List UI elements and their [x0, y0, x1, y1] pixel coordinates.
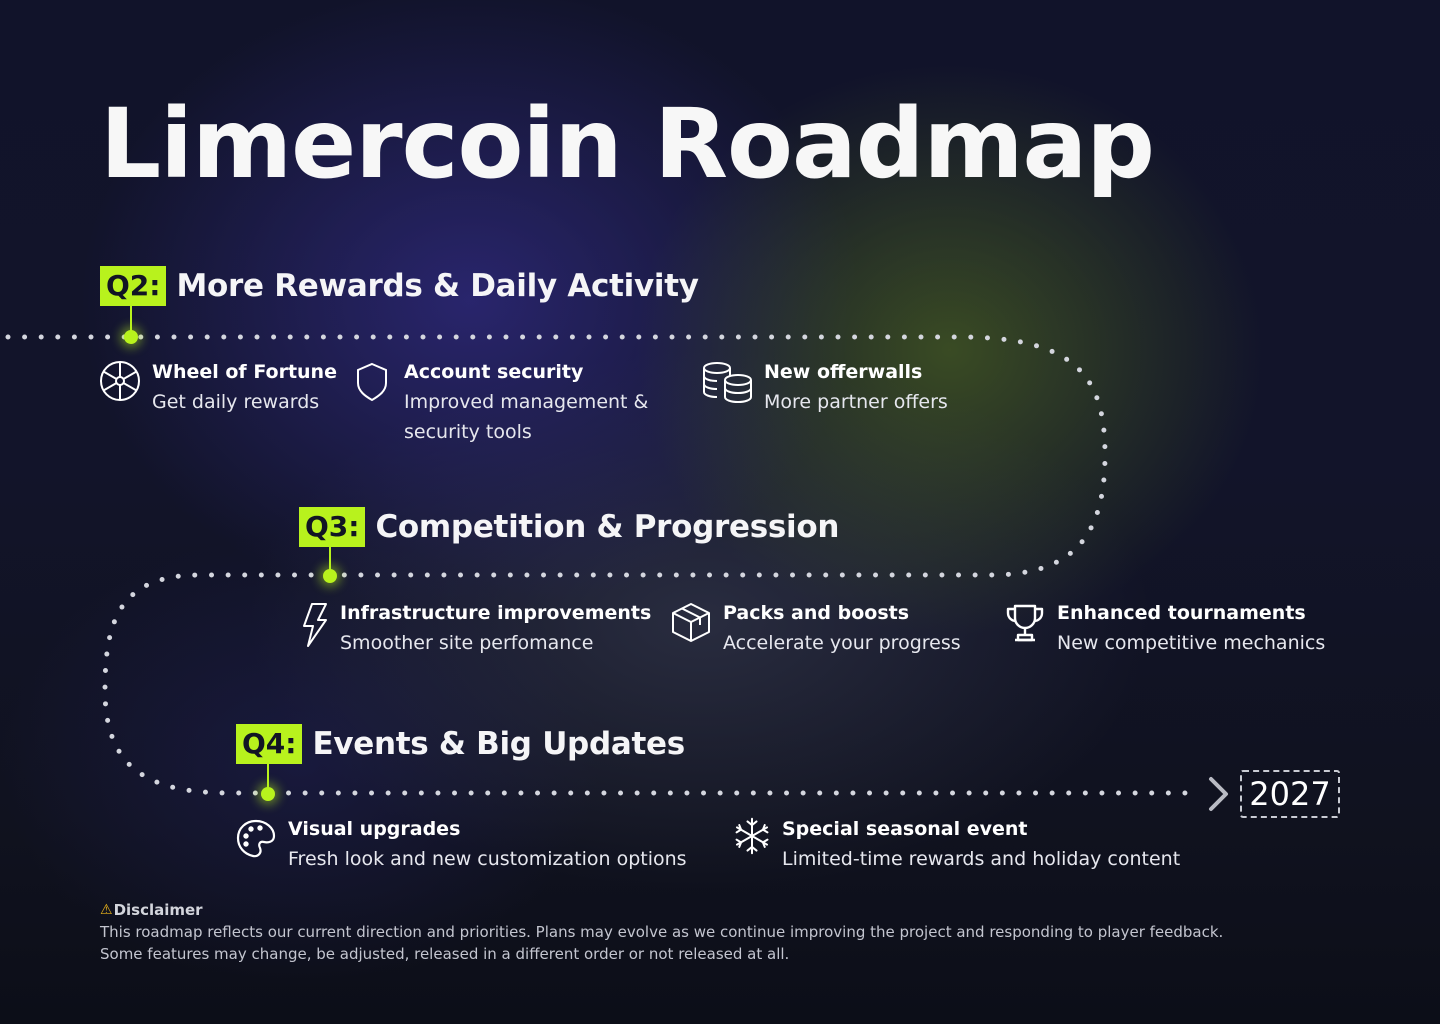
feature-heading: Enhanced tournaments — [1057, 602, 1306, 624]
feature-heading: Packs and boosts — [723, 602, 910, 624]
q2-header: Q2: More Rewards & Daily Activity — [100, 266, 699, 306]
chevron-right-icon — [1209, 777, 1228, 811]
feature-description: New competitive mechanics — [1057, 632, 1326, 654]
q3-badge: Q3: — [299, 507, 366, 547]
disclaimer-line-2: Some features may change, be adjusted, r… — [100, 945, 790, 963]
feature-special-seasonal-event: Special seasonal event Limited-time rewa… — [732, 814, 1180, 874]
q3-title: Competition & Progression — [375, 509, 840, 545]
trophy-icon — [1003, 600, 1047, 644]
feature-new-offerwalls: New offerwalls More partner offers — [702, 357, 948, 417]
disclaimer: ⚠ Disclaimer This roadmap reflects our c… — [100, 899, 1340, 965]
wheel-icon — [98, 359, 142, 403]
feature-wheel-of-fortune: Wheel of Fortune Get daily rewards — [98, 357, 337, 417]
feature-visual-upgrades: Visual upgrades Fresh look and new custo… — [234, 814, 687, 874]
feature-heading: Account security — [404, 361, 584, 383]
next-year-badge: 2027 — [1240, 770, 1340, 818]
feature-heading: Visual upgrades — [288, 818, 461, 840]
q3-node — [323, 569, 337, 583]
feature-heading: Special seasonal event — [782, 818, 1028, 840]
feature-description: Accelerate your progress — [723, 632, 961, 654]
feature-heading: Wheel of Fortune — [152, 361, 337, 383]
feature-heading: New offerwalls — [764, 361, 923, 383]
q2-title: More Rewards & Daily Activity — [176, 268, 699, 304]
q3-stem — [329, 547, 331, 571]
box-icon — [669, 600, 713, 644]
feature-description: Smoother site perfomance — [340, 632, 594, 654]
snowflake-icon — [732, 816, 772, 860]
coins-stack-icon — [702, 359, 754, 404]
shield-icon — [350, 359, 394, 403]
disclaimer-line-1: This roadmap reflects our current direct… — [100, 923, 1224, 941]
feature-description: More partner offers — [764, 391, 948, 413]
page-title: Limercoin Roadmap — [100, 88, 1155, 200]
feature-infrastructure-improvements: Infrastructure improvements Smoother sit… — [300, 598, 651, 658]
lightning-icon — [300, 600, 330, 647]
q4-node — [261, 787, 275, 801]
q2-badge: Q2: — [100, 266, 167, 306]
feature-enhanced-tournaments: Enhanced tournaments New competitive mec… — [1003, 598, 1325, 658]
q2-stem — [130, 306, 132, 332]
feature-account-security: Account security Improved management & s… — [350, 357, 648, 447]
q3-header: Q3: Competition & Progression — [299, 507, 839, 547]
feature-description: Get daily rewards — [152, 391, 320, 413]
feature-description: security tools — [404, 421, 532, 443]
feature-description: Limited-time rewards and holiday content — [782, 848, 1181, 870]
disclaimer-heading: Disclaimer — [113, 901, 203, 919]
q2-node — [124, 330, 138, 344]
warning-icon: ⚠ — [100, 902, 113, 918]
q4-header: Q4: Events & Big Updates — [236, 724, 685, 764]
q4-badge: Q4: — [236, 724, 303, 764]
q4-title: Events & Big Updates — [312, 726, 685, 762]
feature-description: Fresh look and new customization options — [288, 848, 687, 870]
palette-icon — [234, 816, 278, 860]
feature-packs-and-boosts: Packs and boosts Accelerate your progres… — [669, 598, 961, 658]
feature-description: Improved management & — [404, 391, 649, 413]
q4-stem — [267, 764, 269, 788]
feature-heading: Infrastructure improvements — [340, 602, 652, 624]
